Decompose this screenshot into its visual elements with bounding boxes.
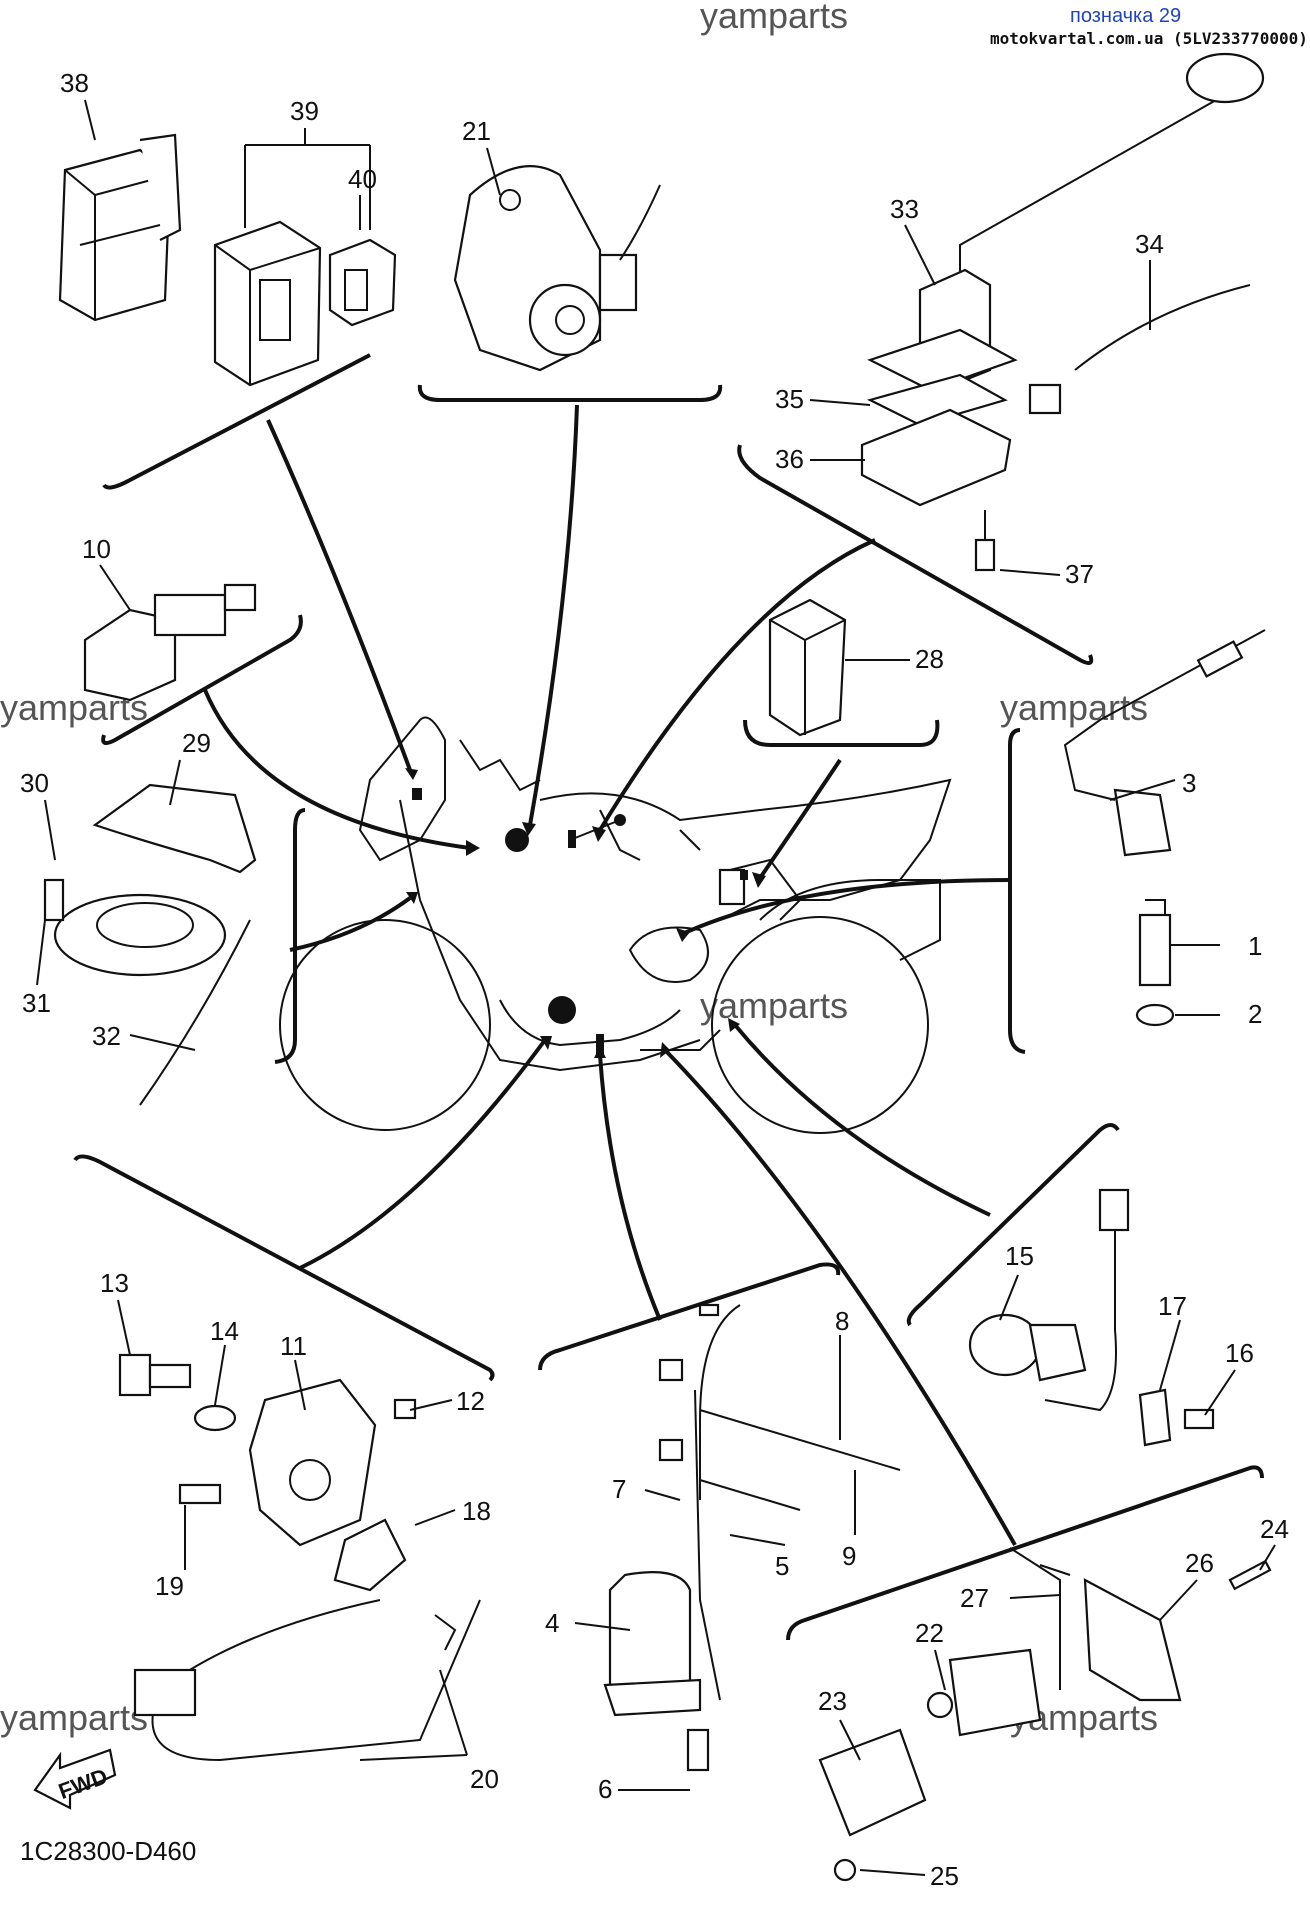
part-1-3-lead: [1063, 629, 1266, 1027]
source-site: motokvartal.com.ua (5LV233770000): [990, 29, 1308, 48]
part-33-37-sender: [860, 52, 1265, 572]
callout-13: 13: [100, 1268, 129, 1298]
marker-tag: позначка 29: [1070, 5, 1181, 27]
callout-36: 36: [775, 444, 804, 474]
callout-10: 10: [82, 534, 111, 564]
callout-39: 39: [290, 96, 319, 126]
callout-11: 11: [280, 1331, 307, 1361]
callout-23: 23: [818, 1686, 847, 1716]
part-39-40-relay: [213, 220, 397, 387]
part-10-sensor: [83, 583, 257, 702]
leader-arrows: [203, 404, 1017, 1546]
callout-19: 19: [155, 1571, 184, 1601]
callout-5: 5: [775, 1551, 789, 1581]
callout-16: 16: [1225, 1338, 1254, 1368]
callout-14: 14: [210, 1316, 239, 1346]
motorcycle-outline: [279, 716, 952, 1134]
watermark-top: yamparts: [700, 0, 848, 36]
callout-31: 31: [22, 988, 51, 1018]
callout-29: 29: [182, 728, 211, 758]
callout-20: 20: [470, 1764, 499, 1794]
callout-17: 17: [1158, 1291, 1187, 1321]
part-28-flasher: [768, 598, 847, 737]
part-38-relay: [58, 133, 182, 322]
callout-8: 8: [835, 1306, 849, 1336]
watermark-right: yamparts: [1000, 687, 1148, 728]
callout-18: 18: [462, 1496, 491, 1526]
callout-12: 12: [456, 1386, 485, 1416]
callout-25: 25: [930, 1861, 959, 1891]
callout-40: 40: [348, 164, 377, 194]
callout-24: 24: [1260, 1514, 1289, 1544]
callout-38: 38: [60, 68, 89, 98]
callout-28: 28: [915, 644, 944, 674]
group-brackets: [73, 353, 1264, 1641]
callout-7: 7: [612, 1474, 626, 1504]
callout-leaders: [36, 99, 1276, 1876]
callout-21: 21: [462, 116, 491, 146]
part-4-9-relay: [603, 1303, 901, 1772]
callout-33: 33: [890, 194, 919, 224]
center-markers: [412, 788, 748, 1054]
watermark-center: yamparts: [700, 985, 848, 1026]
part-21-switch: [453, 164, 661, 372]
callout-6: 6: [598, 1774, 612, 1804]
callout-22: 22: [915, 1618, 944, 1648]
part-11-20-pickup: [118, 1353, 481, 1762]
callout-3: 3: [1182, 768, 1196, 798]
callout-32: 32: [92, 1021, 121, 1051]
callout-9: 9: [842, 1541, 856, 1571]
callout-2: 2: [1248, 999, 1262, 1029]
callout-4: 4: [545, 1608, 559, 1638]
callout-labels: 38 39 40 21 33 34 35 36 37 10 28 29 30 3…: [20, 68, 1289, 1891]
callout-34: 34: [1135, 229, 1164, 259]
callout-1: 1: [1248, 931, 1262, 961]
callout-37: 37: [1065, 559, 1094, 589]
callout-26: 26: [1185, 1548, 1214, 1578]
diagram-code: 1C28300-D460: [20, 1836, 196, 1866]
fwd-arrow: FWD: [33, 1748, 117, 1810]
callout-30: 30: [20, 768, 49, 798]
callout-35: 35: [775, 384, 804, 414]
part-29-32-horn: [43, 783, 257, 1106]
watermark-bottom-left: yamparts: [0, 1697, 148, 1738]
part-22-27-switch: [818, 1547, 1272, 1882]
callout-15: 15: [1005, 1241, 1034, 1271]
callout-27: 27: [960, 1583, 989, 1613]
